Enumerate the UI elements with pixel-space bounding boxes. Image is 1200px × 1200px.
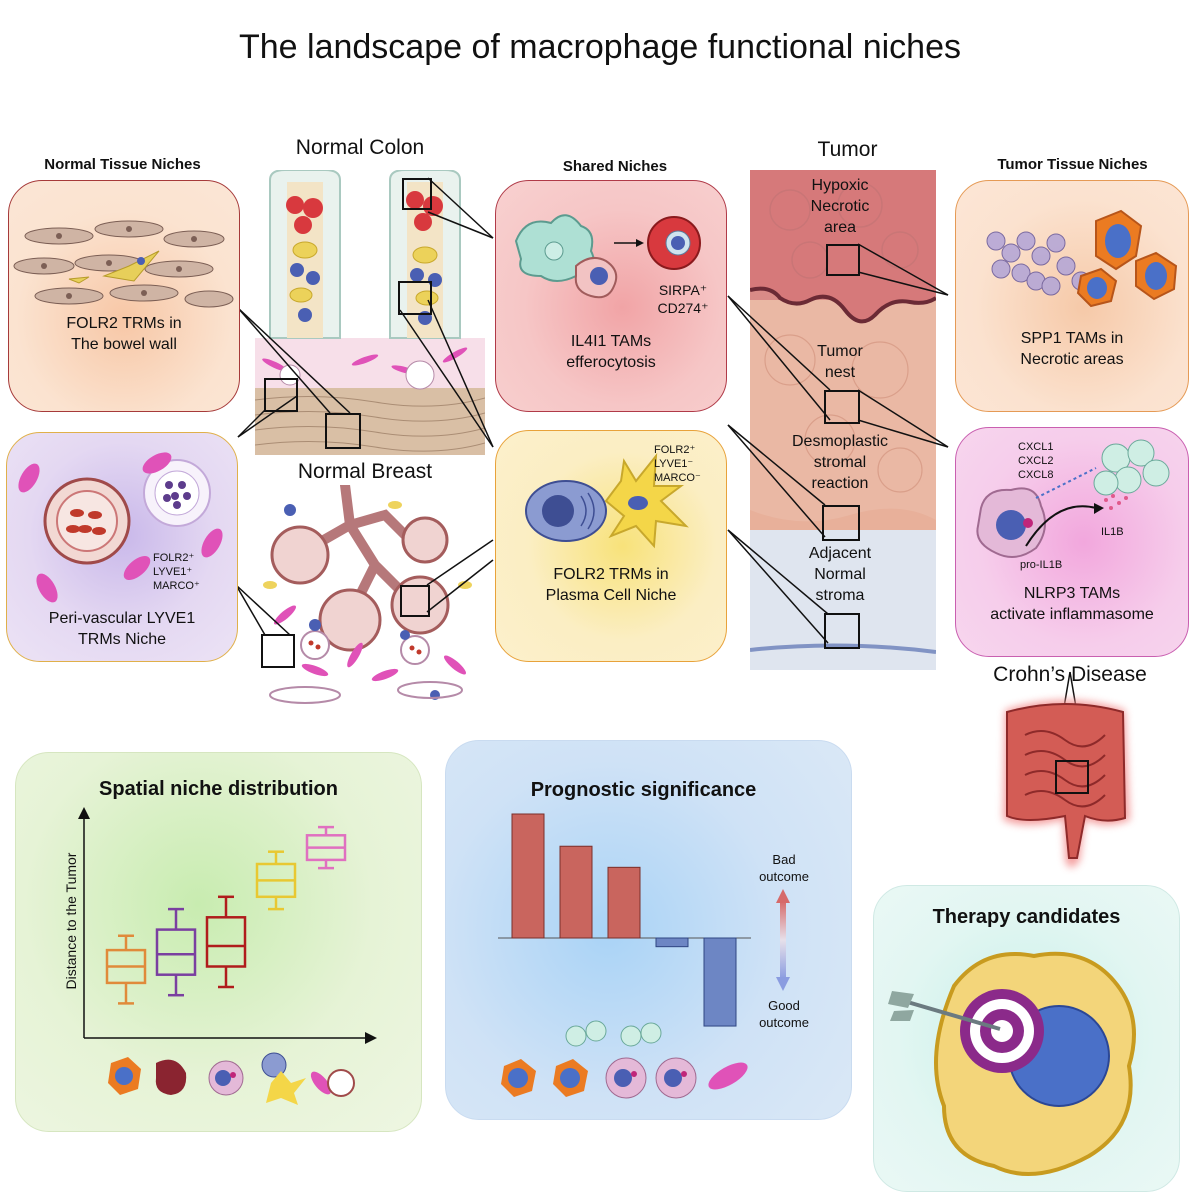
zoom-box-colon-mid [398,281,432,315]
panel-folr2-plasma: FOLR2⁺LYVE1⁻MARCO⁻ FOLR2 TRMs in Plasma … [495,430,727,662]
target-icon [960,989,1044,1073]
boxplot-3 [205,895,247,989]
nlrp3-caption-1: NLRP3 TAMs [1023,585,1121,602]
header-tumor-tissue: Tumor Tissue Niches [997,156,1148,173]
therapy-title: Therapy candidates [932,906,1121,928]
header-normal-breast: Normal Breast [297,460,433,483]
arrow-icon [888,991,1001,1031]
folr2-plasma-caption-1: FOLR2 TRMs in [553,566,669,583]
zoom-box-breast-right [400,585,430,617]
folr2-plasma-markers: FOLR2⁺LYVE1⁻MARCO⁻ [654,444,701,484]
folr2-bowel-caption-1: FOLR2 TRMs in [66,315,182,332]
panel-therapy: Therapy candidates [873,885,1180,1192]
prognostic-bar-5 [703,937,737,1027]
boxplot-5 [305,825,347,870]
lyve1-markers: FOLR2⁺LYVE1⁺MARCO⁺ [153,552,200,592]
zoom-box-hypoxic [826,244,860,276]
zoom-box-desmo [822,505,860,541]
header-tumor: Tumor [817,138,878,161]
spatial-title: Spatial niche distribution [99,778,338,800]
normal-colon-illustration [255,170,485,455]
header-shared: Shared Niches [562,158,668,175]
spp1-caption-2: Necrotic areas [1020,351,1124,368]
il4i1-caption-1: IL4I1 TAMs [570,333,652,350]
panel-lyve1: FOLR2⁺LYVE1⁺MARCO⁺ Peri-vascular LYVE1 T… [6,432,238,662]
panel-spatial-distribution: Spatial niche distribution Distance to t… [15,752,422,1132]
prognostic-bar-1 [511,813,545,939]
prognostic-title: Prognostic significance [530,779,757,801]
panel-spp1: SPP1 TAMs in Necrotic areas [955,180,1189,412]
spatial-ylabel: Distance to the Tumor [63,852,79,990]
zoom-box-colon-top [402,178,432,210]
zoom-box-crohns [1055,760,1089,794]
zoom-box-adjacent [824,613,860,649]
folr2-plasma-caption-2: Plasma Cell Niche [545,587,677,604]
normal-breast-illustration [255,485,480,710]
nlrp3-pro-il1b-label: pro-IL1B [1020,559,1063,571]
nlrp3-il1b-label: IL1B [1101,526,1124,538]
spp1-caption-1: SPP1 TAMs in [1020,330,1124,347]
boxplot-group [105,825,347,1005]
prognostic-bar-4 [655,937,689,948]
lyve1-caption-2: TRMs Niche [77,631,166,648]
lyve1-caption-1: Peri-vascular LYVE1 [48,610,196,627]
boxplot-1 [105,934,147,1005]
header-normal-tissue: Normal Tissue Niches [44,156,201,173]
page-title: The landscape of macrophage functional n… [238,28,962,66]
nlrp3-caption-2: activate inflammasome [990,606,1154,623]
il4i1-caption-2: efferocytosis [566,354,656,371]
header-normal-colon: Normal Colon [295,136,425,159]
prognostic-bar-3 [607,866,641,939]
zoom-box-nest [824,390,860,424]
il4i1-markers: SIRPA⁺CD274⁺ [657,282,709,316]
zoom-box-colon-vessel [264,378,298,412]
panel-il4i1: SIRPA⁺CD274⁺ IL4I1 TAMs efferocytosis [495,180,727,412]
prognostic-bar-2 [559,845,593,939]
header-crohns: Crohn’s Disease [993,663,1147,686]
zoom-box-colon-wall [325,413,361,449]
folr2-bowel-caption-2: The bowel wall [71,336,177,353]
zoom-box-breast-left [261,634,295,668]
boxplot-4 [255,850,297,911]
bar-group [511,813,737,1027]
panel-folr2-bowel: FOLR2 TRMs in The bowel wall [8,180,240,412]
boxplot-2 [155,907,197,997]
crohns-intestine-illustration [985,690,1145,875]
